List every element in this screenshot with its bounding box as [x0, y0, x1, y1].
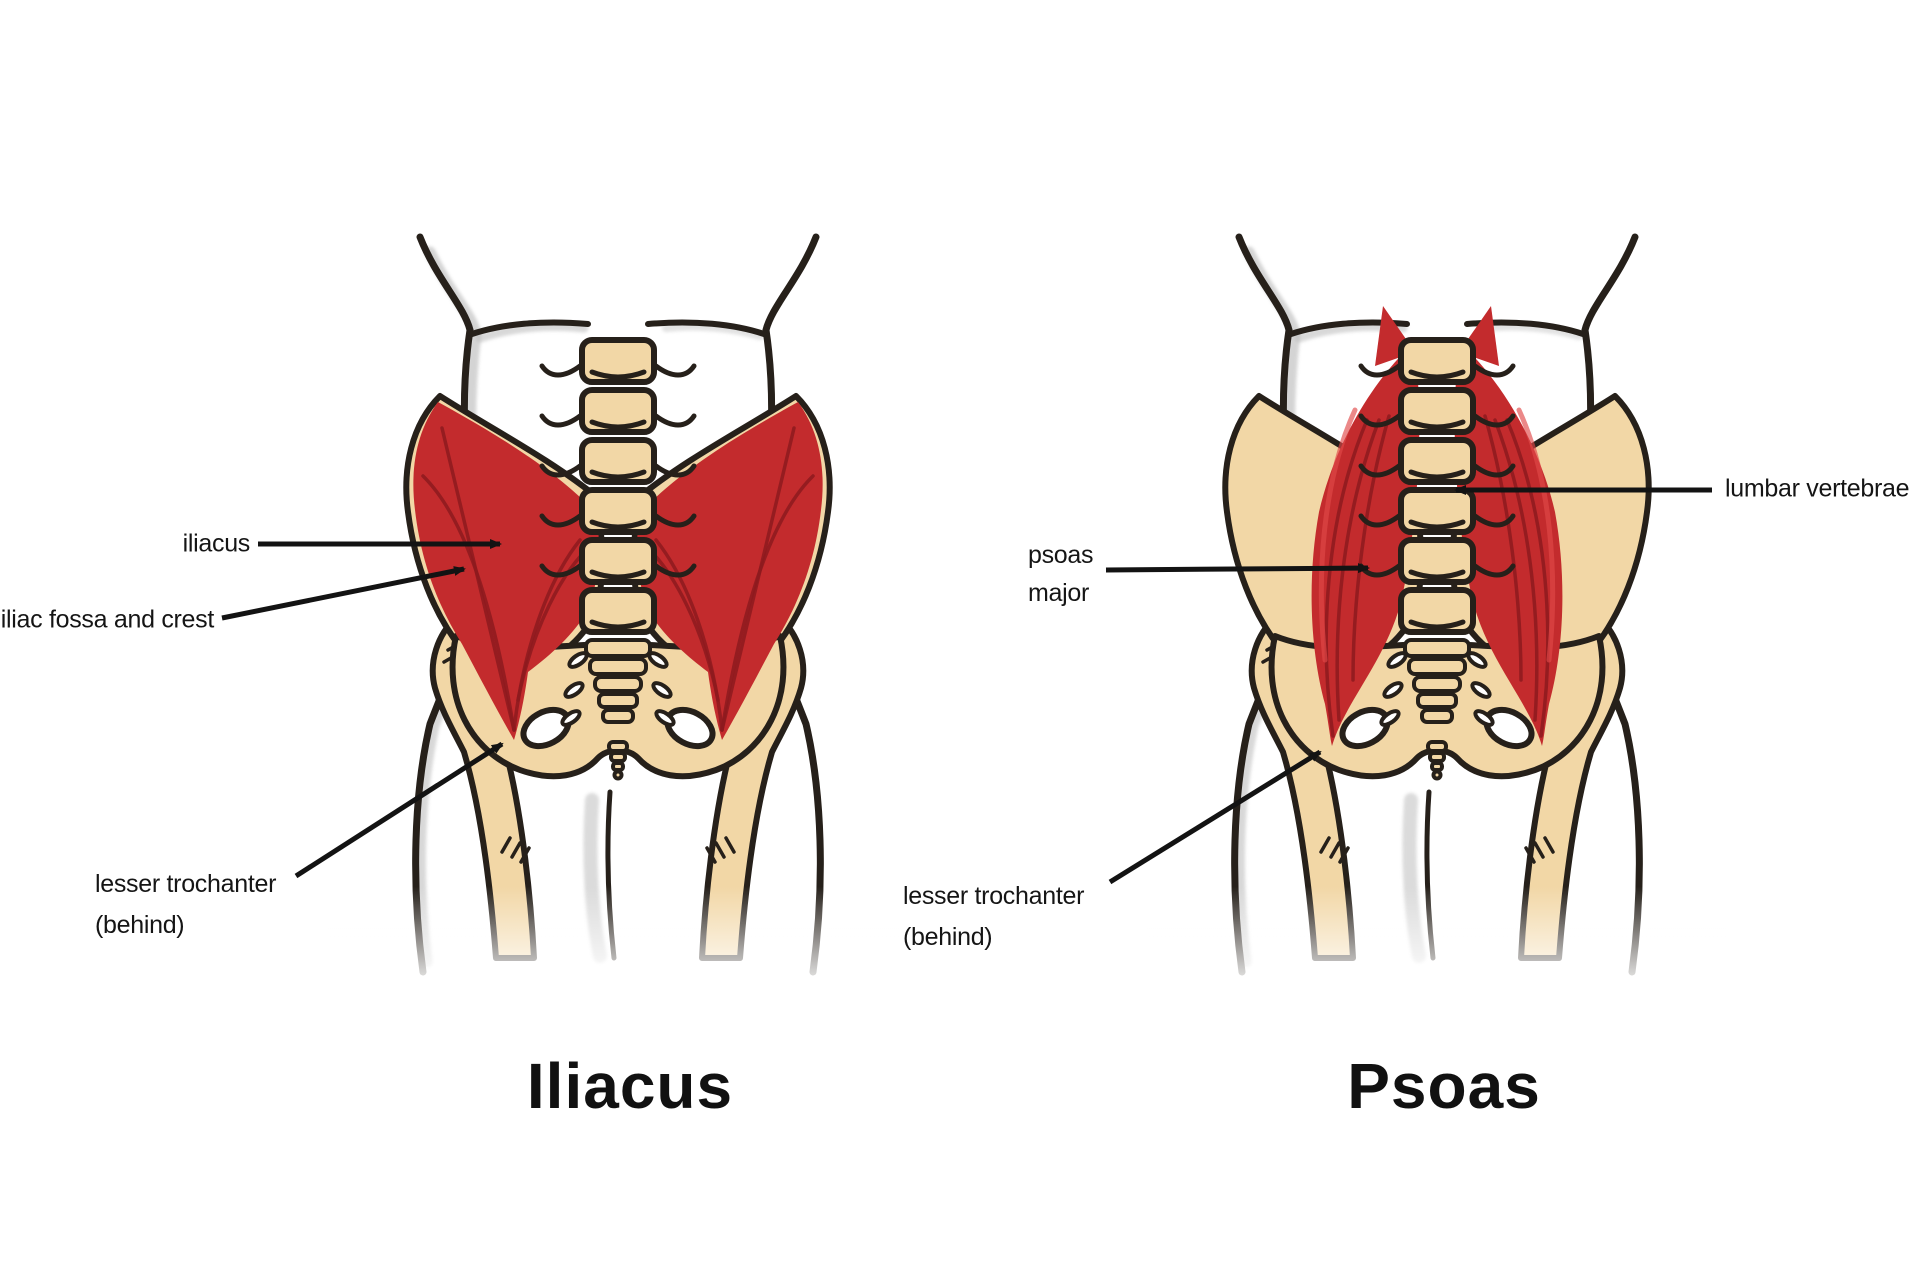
title-iliacus: Iliacus	[526, 1050, 734, 1122]
label-arrows	[221, 485, 1712, 885]
iliac-fossa-arrow	[221, 566, 466, 621]
label-lesser-trochanter-left: lesser trochanter (behind)	[95, 864, 276, 946]
label-lesser-trochanter-right-line2: (behind)	[903, 923, 993, 951]
label-psoas-major-line2: major	[1028, 579, 1090, 607]
label-lesser-trochanter-right: lesser trochanter (behind)	[903, 876, 1084, 958]
lesser-trochanter-left-arrow	[294, 741, 504, 879]
label-lumbar-vertebrae: lumbar vertebrae	[1725, 474, 1910, 503]
label-lesser-trochanter-left-line2: (behind)	[95, 911, 185, 939]
label-iliacus: iliacus	[182, 529, 251, 558]
label-psoas-major: psoas major	[1028, 536, 1094, 612]
label-lesser-trochanter-right-line1: lesser trochanter	[903, 882, 1085, 910]
label-iliac-fossa-and-crest: iliac fossa and crest	[0, 605, 215, 634]
psoas-major-arrow	[1105, 563, 1370, 574]
lesser-trochanter-right-arrow	[1108, 749, 1322, 885]
label-lesser-trochanter-left-line1: lesser trochanter	[95, 870, 277, 898]
iliacus-figure	[328, 237, 908, 1020]
label-psoas-major-line1: psoas	[1028, 541, 1094, 569]
psoas-figure	[1147, 237, 1727, 1020]
title-psoas: Psoas	[1347, 1050, 1541, 1122]
